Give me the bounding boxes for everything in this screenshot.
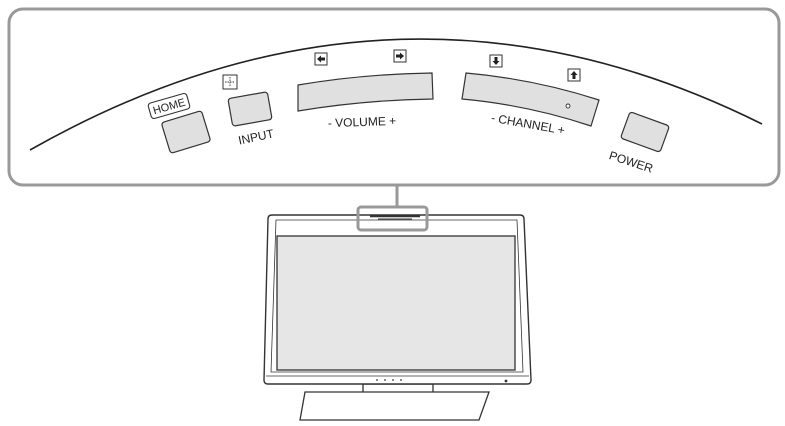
volume-up-icon (393, 49, 407, 63)
volume-down-icon (314, 52, 328, 66)
power-button[interactable] (620, 111, 670, 153)
sensor-dot (565, 103, 571, 109)
home-button[interactable] (161, 110, 211, 154)
tv-front-indicators (376, 379, 508, 383)
channel-down-icon (489, 54, 503, 68)
channel-up-icon (567, 68, 581, 82)
tv-top-controls (370, 214, 420, 220)
zoom-highlight (356, 205, 429, 232)
power-indicator (504, 379, 508, 383)
input-button[interactable] (227, 91, 273, 127)
channel-rocker-button[interactable] (461, 72, 600, 127)
volume-label: - VOLUME + (328, 114, 397, 130)
panel-edge-curve (29, 38, 763, 151)
input-icon (222, 74, 238, 90)
tv-screen (276, 235, 516, 371)
home-label-box: HOME (147, 92, 191, 120)
tv-stand (299, 383, 490, 421)
volume-rocker-button[interactable] (297, 72, 434, 112)
